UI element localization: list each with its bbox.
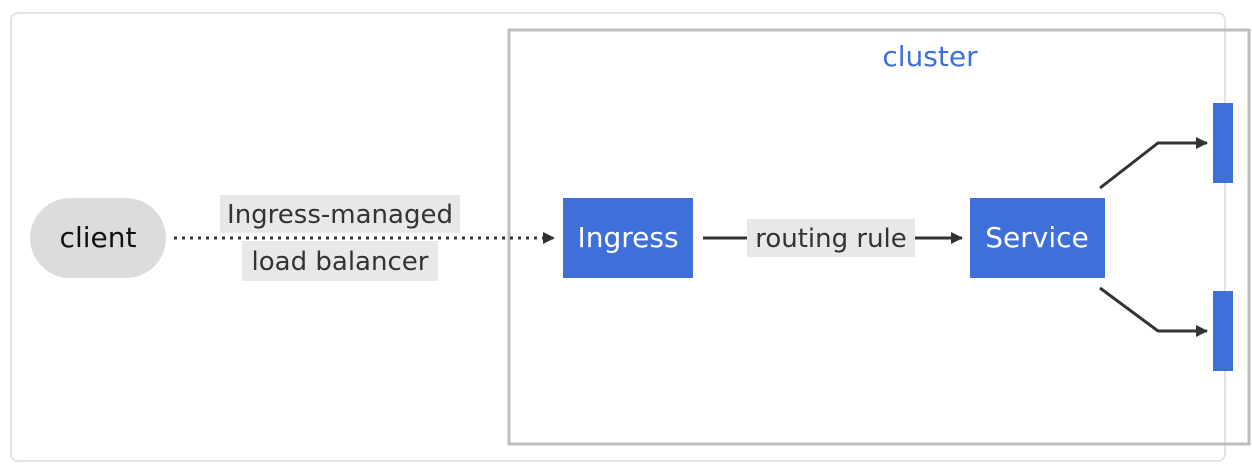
cluster-box (507, 28, 1251, 446)
edge-label-line2: load balancer (252, 247, 429, 277)
edge-ingress-to-service: routing rule (703, 219, 963, 257)
service-node-shape (970, 198, 1105, 278)
edge-service-to-pod-top (1099, 137, 1208, 190)
client-node-label: client (60, 221, 137, 254)
pod-node-top[interactable] (1213, 103, 1233, 183)
edge-service-to-pod-bottom (1099, 286, 1208, 337)
service-node[interactable]: Service (970, 198, 1105, 278)
cluster-group: cluster (507, 28, 1251, 446)
edge-client-to-ingress: Ingress-managed load balancer (174, 195, 555, 281)
ingress-node-shape (563, 198, 693, 278)
service-node-label: Service (985, 221, 1088, 254)
edge-label-routing-rule: routing rule (755, 224, 907, 254)
cluster-label: cluster (882, 40, 978, 73)
client-node-shape (30, 198, 166, 278)
edge-label-bg-line2 (242, 241, 438, 281)
edge-label-bg-routing (747, 219, 915, 257)
pod-node-bottom[interactable] (1213, 291, 1233, 371)
ingress-node-label: Ingress (577, 221, 678, 254)
client-node[interactable]: client (30, 198, 166, 278)
ingress-node[interactable]: Ingress (563, 198, 693, 278)
edge-label-line1: Ingress-managed (227, 200, 453, 230)
edge-service-to-pod-top-line (1099, 137, 1208, 190)
edge-label-bg-line1 (220, 195, 460, 233)
edge-service-to-pod-bottom-line (1099, 286, 1208, 337)
